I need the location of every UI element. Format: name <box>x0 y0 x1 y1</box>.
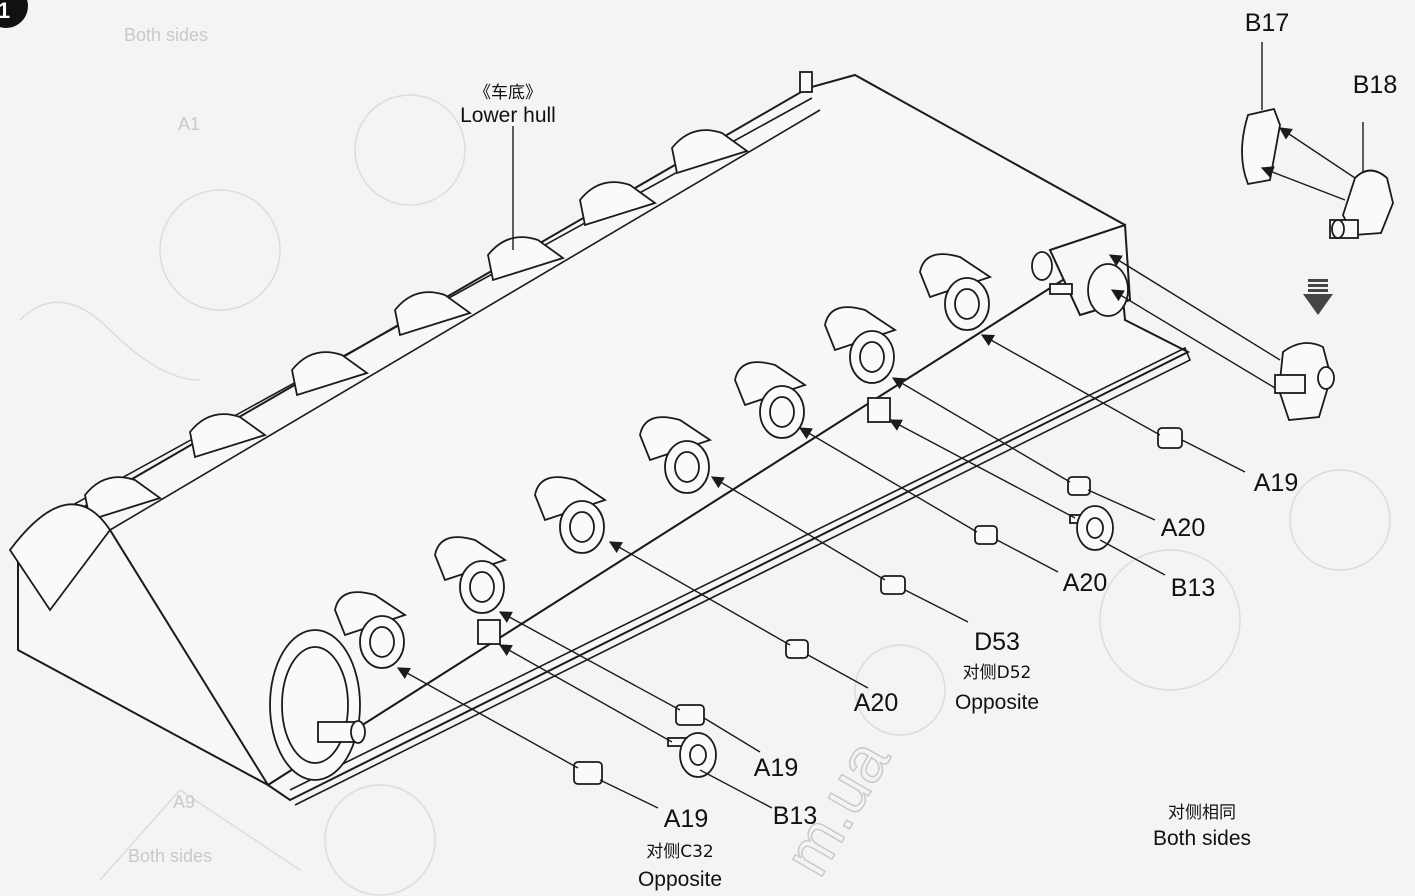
label-b18: B18 <box>1353 71 1397 99</box>
svg-text:A9: A9 <box>173 792 195 812</box>
suspension-housings <box>334 251 1129 669</box>
svg-text:A1: A1 <box>178 114 200 134</box>
drive-sprocket-housing <box>8 503 366 781</box>
step-number-badge: 1 <box>0 0 28 28</box>
part-b13-right <box>1069 505 1114 551</box>
label-a19-right: A19 <box>1254 469 1298 497</box>
part-a19-left <box>573 761 603 785</box>
assembly-arrows <box>396 42 1364 809</box>
label-a20-1: A20 <box>1161 514 1205 542</box>
part-a19-right <box>1157 427 1183 449</box>
part-a20-middle <box>974 525 998 545</box>
part-a20-upper <box>1067 476 1091 496</box>
label-d52-cn: 对侧D52 <box>963 663 1032 683</box>
label-c32-en: Opposite <box>638 868 722 891</box>
label-d53: D53 <box>974 628 1020 656</box>
lower-hull <box>8 71 1192 806</box>
label-d52-en: Opposite <box>955 691 1039 714</box>
hull-label-cn: 《车底》 <box>474 83 542 103</box>
label-a19-left: A19 <box>664 805 708 833</box>
idler-mount-assembled <box>1274 342 1335 421</box>
part-a19-middle <box>675 704 705 726</box>
hull-edge-fittings <box>84 71 813 522</box>
label-b13-left: B13 <box>773 802 817 830</box>
part-labels: 《车底》 Lower hull B17 B18 A19 A20 A20 B13 … <box>460 9 1397 891</box>
idler-mount-b17-b18 <box>1241 107 1394 239</box>
svg-text:Both sides: Both sides <box>128 846 212 866</box>
label-a20-3: A20 <box>854 689 898 717</box>
hull-label-en: Lower hull <box>460 104 556 127</box>
label-a20-2: A20 <box>1063 569 1107 597</box>
label-c32-cn: 对侧C32 <box>646 842 714 862</box>
part-b13-left <box>667 732 717 778</box>
label-both-cn: 对侧相同 <box>1168 803 1236 823</box>
svg-text:Both sides: Both sides <box>124 25 208 45</box>
label-b13-right: B13 <box>1171 574 1215 602</box>
part-d53 <box>880 575 906 595</box>
label-a19-mid: A19 <box>754 754 798 782</box>
part-a20-lower <box>785 639 809 659</box>
step-number: 1 <box>0 0 10 23</box>
down-arrow-icon <box>1303 279 1333 315</box>
loose-parts <box>573 107 1394 785</box>
label-both-en: Both sides <box>1153 827 1251 850</box>
label-b17: B17 <box>1245 9 1289 37</box>
